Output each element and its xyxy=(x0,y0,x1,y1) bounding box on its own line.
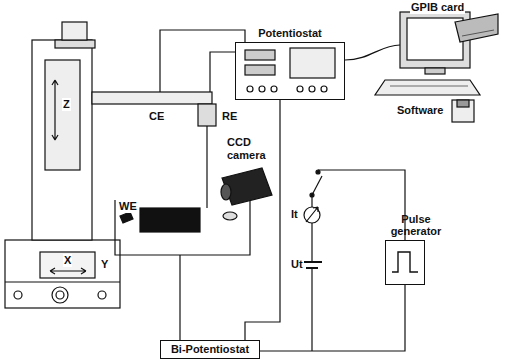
axis-label: X xyxy=(63,254,72,267)
board-label: GPIB card xyxy=(410,1,465,14)
electrode-label: CE xyxy=(148,110,165,123)
node-text: Bi-Potentiostat xyxy=(161,341,259,358)
node-text: Pulse generator xyxy=(384,213,448,238)
camera-label: CCD camera xyxy=(226,136,272,161)
electrode-label: WE xyxy=(118,200,138,213)
axis-label: Y xyxy=(100,258,109,271)
bi-potentiostat-box: Bi-Potentiostat xyxy=(160,340,260,359)
signal-label: Ut xyxy=(290,258,304,271)
electrode-label: RE xyxy=(221,110,238,123)
node-text: Potentiostat xyxy=(236,27,344,40)
pulse-generator-box: Pulse generator xyxy=(385,240,425,285)
signal-label: It xyxy=(290,208,299,221)
software-label: Software xyxy=(396,104,444,117)
potentiostat-box: Potentiostat xyxy=(235,42,345,100)
axis-label: Z xyxy=(62,98,71,111)
